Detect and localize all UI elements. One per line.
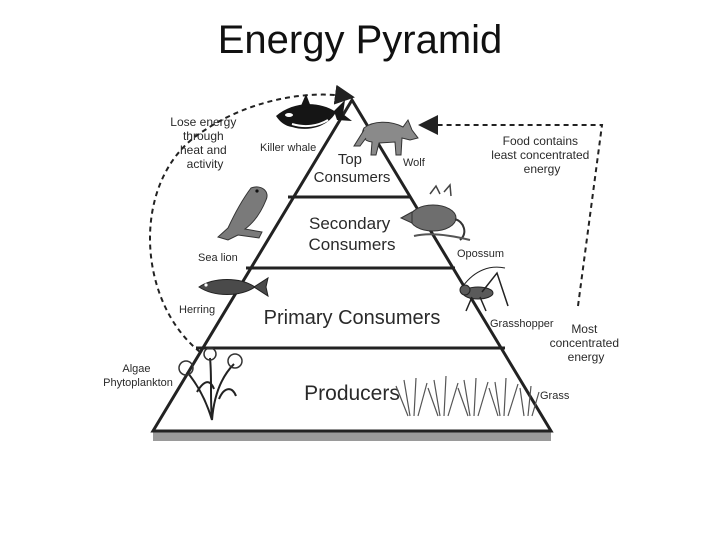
grass-icon bbox=[395, 375, 540, 417]
wolf-icon bbox=[353, 118, 419, 156]
tier-secondary-label: Secondary Consumers bbox=[309, 214, 396, 254]
sea-lion-label: Sea lion bbox=[198, 252, 238, 264]
page-title: Energy Pyramid bbox=[217, 18, 503, 62]
grasshopper-label: Grasshopper bbox=[490, 318, 554, 330]
least-energy-line-1: Food contains bbox=[503, 134, 578, 148]
grasshopper-icon bbox=[459, 266, 509, 312]
tier-top-line-1: Top bbox=[338, 151, 362, 168]
herring-label: Herring bbox=[179, 304, 215, 316]
tier-top-label: Top Consumers bbox=[314, 151, 391, 186]
wolf-label: Wolf bbox=[403, 157, 426, 169]
grass-label: Grass bbox=[540, 390, 570, 402]
algae-icon bbox=[178, 347, 243, 421]
lose-energy-line-2: through bbox=[183, 129, 224, 143]
opossum-label: Opossum bbox=[457, 248, 504, 260]
lose-energy-line-4: activity bbox=[187, 157, 224, 171]
most-energy-line-1: Most bbox=[571, 322, 598, 336]
sea-lion-icon bbox=[217, 186, 268, 241]
algae-line-1: Algae bbox=[122, 363, 150, 375]
least-energy-line-2: least concentrated bbox=[491, 148, 589, 162]
least-energy-note: Food contains least concentrated energy bbox=[491, 134, 592, 176]
algae-label: Algae Phytoplankton bbox=[103, 363, 173, 389]
tier-secondary-line-2: Consumers bbox=[309, 235, 396, 254]
tier-secondary-line-1: Secondary bbox=[309, 214, 391, 233]
lose-energy-line-1: Lose energy bbox=[170, 115, 236, 129]
opossum-icon bbox=[399, 183, 471, 241]
energy-concentration-arrow bbox=[418, 115, 604, 307]
tier-top-line-2: Consumers bbox=[314, 169, 391, 186]
lose-energy-line-3: heat and bbox=[180, 143, 227, 157]
tier-producers-label: Producers bbox=[304, 382, 400, 405]
energy-loss-arrow bbox=[149, 84, 355, 353]
tier-primary-label: Primary Consumers bbox=[264, 307, 441, 329]
least-energy-line-3: energy bbox=[524, 162, 561, 176]
killer-whale-icon bbox=[276, 94, 352, 129]
herring-icon bbox=[198, 276, 269, 298]
most-energy-line-2: concentrated bbox=[550, 336, 619, 350]
pyramid-base-shadow bbox=[153, 431, 551, 441]
most-energy-line-3: energy bbox=[568, 350, 605, 364]
algae-line-2: Phytoplankton bbox=[103, 377, 173, 389]
killer-whale-label: Killer whale bbox=[260, 142, 316, 154]
lose-energy-note: Lose energy through heat and activity bbox=[170, 115, 239, 171]
most-energy-note: Most concentrated energy bbox=[550, 322, 623, 364]
